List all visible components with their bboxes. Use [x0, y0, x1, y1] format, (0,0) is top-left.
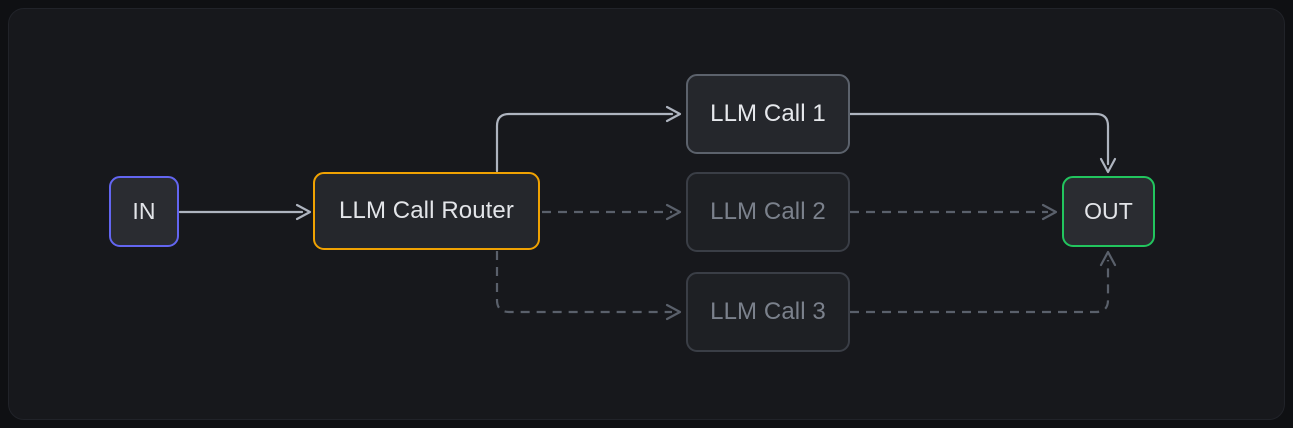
node-llm-call-3-label: LLM Call 3 [710, 298, 826, 325]
node-llm-call-3[interactable]: LLM Call 3 [686, 272, 850, 352]
node-llm-call-router[interactable]: LLM Call Router [313, 172, 540, 250]
node-llm-call-router-label: LLM Call Router [339, 197, 514, 224]
node-out-label: OUT [1084, 198, 1133, 224]
node-in-label: IN [132, 198, 156, 224]
node-llm-call-2-label: LLM Call 2 [710, 198, 826, 225]
node-llm-call-1[interactable]: LLM Call 1 [686, 74, 850, 154]
node-in[interactable]: IN [109, 176, 179, 247]
node-llm-call-2[interactable]: LLM Call 2 [686, 172, 850, 252]
node-out[interactable]: OUT [1062, 176, 1155, 247]
node-llm-call-1-label: LLM Call 1 [710, 100, 826, 127]
